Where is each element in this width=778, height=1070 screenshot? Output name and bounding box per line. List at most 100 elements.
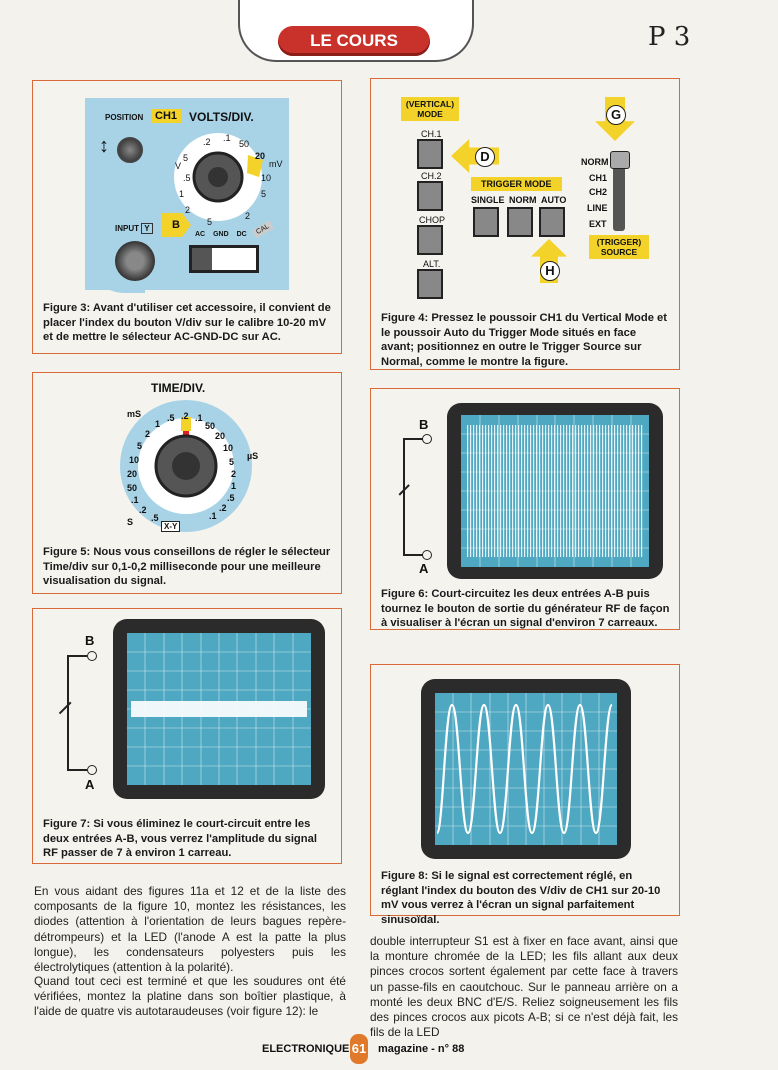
slider-knob xyxy=(610,151,630,169)
oscilloscope-screen xyxy=(447,403,663,579)
oscilloscope-screen xyxy=(421,679,631,859)
source-ch1: CH1 xyxy=(589,173,608,183)
terminal-b-dot xyxy=(422,434,432,444)
tick-left: 10 xyxy=(129,455,140,465)
oscilloscope-screen xyxy=(113,619,325,799)
dial-label: mV xyxy=(269,159,283,169)
label: MODE xyxy=(417,109,443,119)
footer-right: magazine - n° 88 xyxy=(378,1043,465,1055)
tick-left: 1 xyxy=(155,419,161,429)
figure-6: B A Figure 6: Court-circuitez les deux e… xyxy=(370,388,680,630)
section-title: LE COURS xyxy=(278,26,430,56)
s-label: S xyxy=(127,517,134,527)
terminal-a-label: A xyxy=(419,561,429,576)
marker-g-label: G xyxy=(606,105,626,125)
dial-label: V xyxy=(175,161,182,171)
wire-top xyxy=(403,438,423,440)
position-label: POSITION xyxy=(105,113,144,122)
bnc-input-connector[interactable] xyxy=(115,241,155,281)
tick-left: 5 xyxy=(137,441,143,451)
norm-label: NORM xyxy=(509,195,537,205)
vertical-arrow-icon: ↕ xyxy=(99,135,109,157)
dial-label: 5 xyxy=(183,153,189,163)
marker-h-label: H xyxy=(540,261,560,281)
rf-signal-band xyxy=(467,425,643,557)
dial-label: .2 xyxy=(203,137,211,147)
figure-5: TIME/DIV. mS µS S X-Y 1 2 5 10 20 50 .1 … xyxy=(32,372,342,594)
vertical-mode-label: (VERTICAL)MODE xyxy=(401,97,459,121)
dial-label: .1 xyxy=(223,133,231,143)
figure-7: B A Figure 7: Si vous éliminez le court-… xyxy=(32,608,342,864)
single-button[interactable] xyxy=(473,207,499,237)
dial-label: .5 xyxy=(183,173,191,183)
terminal-b-dot xyxy=(87,651,97,661)
us-label: µS xyxy=(247,451,259,461)
time-div-title: TIME/DIV. xyxy=(151,381,206,395)
tick-right: .1 xyxy=(209,511,217,521)
position-knob[interactable] xyxy=(117,137,143,163)
volts-dial[interactable] xyxy=(163,125,273,225)
tick-right: .5 xyxy=(227,493,235,503)
dial-label: 5 xyxy=(261,189,267,199)
trace-display xyxy=(461,415,649,567)
switch-icon xyxy=(58,701,72,714)
ch1-badge: CH1 xyxy=(151,109,182,123)
chop-button[interactable] xyxy=(417,225,443,255)
tick-left: 20 xyxy=(127,469,138,479)
body-paragraph: Quand tout ceci est terminé et que les s… xyxy=(34,974,346,1019)
figure-8: Figure 8: Si le signal est correctement … xyxy=(370,664,680,926)
auto-button[interactable] xyxy=(539,207,565,237)
tick-top: .2 xyxy=(181,411,189,421)
label: SOURCE xyxy=(600,247,638,257)
switch-lever xyxy=(192,248,212,270)
auto-label: AUTO xyxy=(541,195,567,205)
dial-highlight xyxy=(247,155,263,177)
source-norm: NORM xyxy=(581,157,609,167)
tick-right: 10 xyxy=(223,443,234,453)
sine-wave xyxy=(435,703,614,835)
ch2-button[interactable] xyxy=(417,181,443,211)
ch2-button-label: CH.2 xyxy=(421,171,442,181)
trigger-mode-label: TRIGGER MODE xyxy=(471,177,562,191)
dial-label: 2 xyxy=(185,205,191,215)
figure-3: POSITION CH1 VOLTS/DIV. ↕ 5 .2 .1 50 20 … xyxy=(32,80,342,354)
coupling-switch[interactable] xyxy=(189,245,259,273)
terminal-a-dot xyxy=(422,550,432,560)
time-div-dial[interactable] xyxy=(117,399,255,533)
grid-lines xyxy=(127,633,311,785)
wire-vertical xyxy=(67,655,69,769)
dial-index xyxy=(183,431,189,437)
tick-right: 20 xyxy=(215,431,226,441)
ch1-button[interactable] xyxy=(417,139,443,169)
terminal-a-dot xyxy=(87,765,97,775)
alt-button-label: ALT. xyxy=(423,259,441,269)
tick-top: .5 xyxy=(167,413,175,423)
label: (VERTICAL) xyxy=(405,99,455,109)
dial-knob-center xyxy=(172,452,200,480)
input-label: INPUT Y xyxy=(115,223,153,234)
source-line: LINE xyxy=(587,203,608,213)
tick-right: 2 xyxy=(231,469,237,479)
label: GND xyxy=(213,231,229,238)
wire-bottom xyxy=(67,769,87,771)
tick-left: .2 xyxy=(139,505,147,515)
trigger-source-label: (TRIGGER)SOURCE xyxy=(589,235,649,259)
single-label: SINGLE xyxy=(471,195,505,205)
figure-6-caption: Figure 6: Court-circuitez les deux entré… xyxy=(381,588,670,629)
trigger-source-slider[interactable] xyxy=(610,151,630,231)
wire-top xyxy=(67,655,87,657)
chop-button-label: CHOP xyxy=(419,215,446,225)
figure-4-caption: Figure 4: Pressez le poussoir CH1 du Ver… xyxy=(381,312,667,368)
dial-label: 5 xyxy=(207,217,213,227)
norm-button[interactable] xyxy=(507,207,533,237)
figure-3-caption: Figure 3: Avant d'utiliser cet accessoir… xyxy=(43,302,331,343)
alt-button[interactable] xyxy=(417,269,443,299)
coupling-labels: AC GND DC xyxy=(195,231,247,238)
terminal-b-label: B xyxy=(419,417,429,432)
tick-left: .5 xyxy=(151,513,159,523)
tick-left: .1 xyxy=(131,495,139,505)
dial-label: 2 xyxy=(245,211,251,221)
body-paragraph: double interrupteur S1 est à fixer en fa… xyxy=(370,934,678,1040)
source-ch2: CH2 xyxy=(589,187,608,197)
label: DC xyxy=(236,231,247,238)
